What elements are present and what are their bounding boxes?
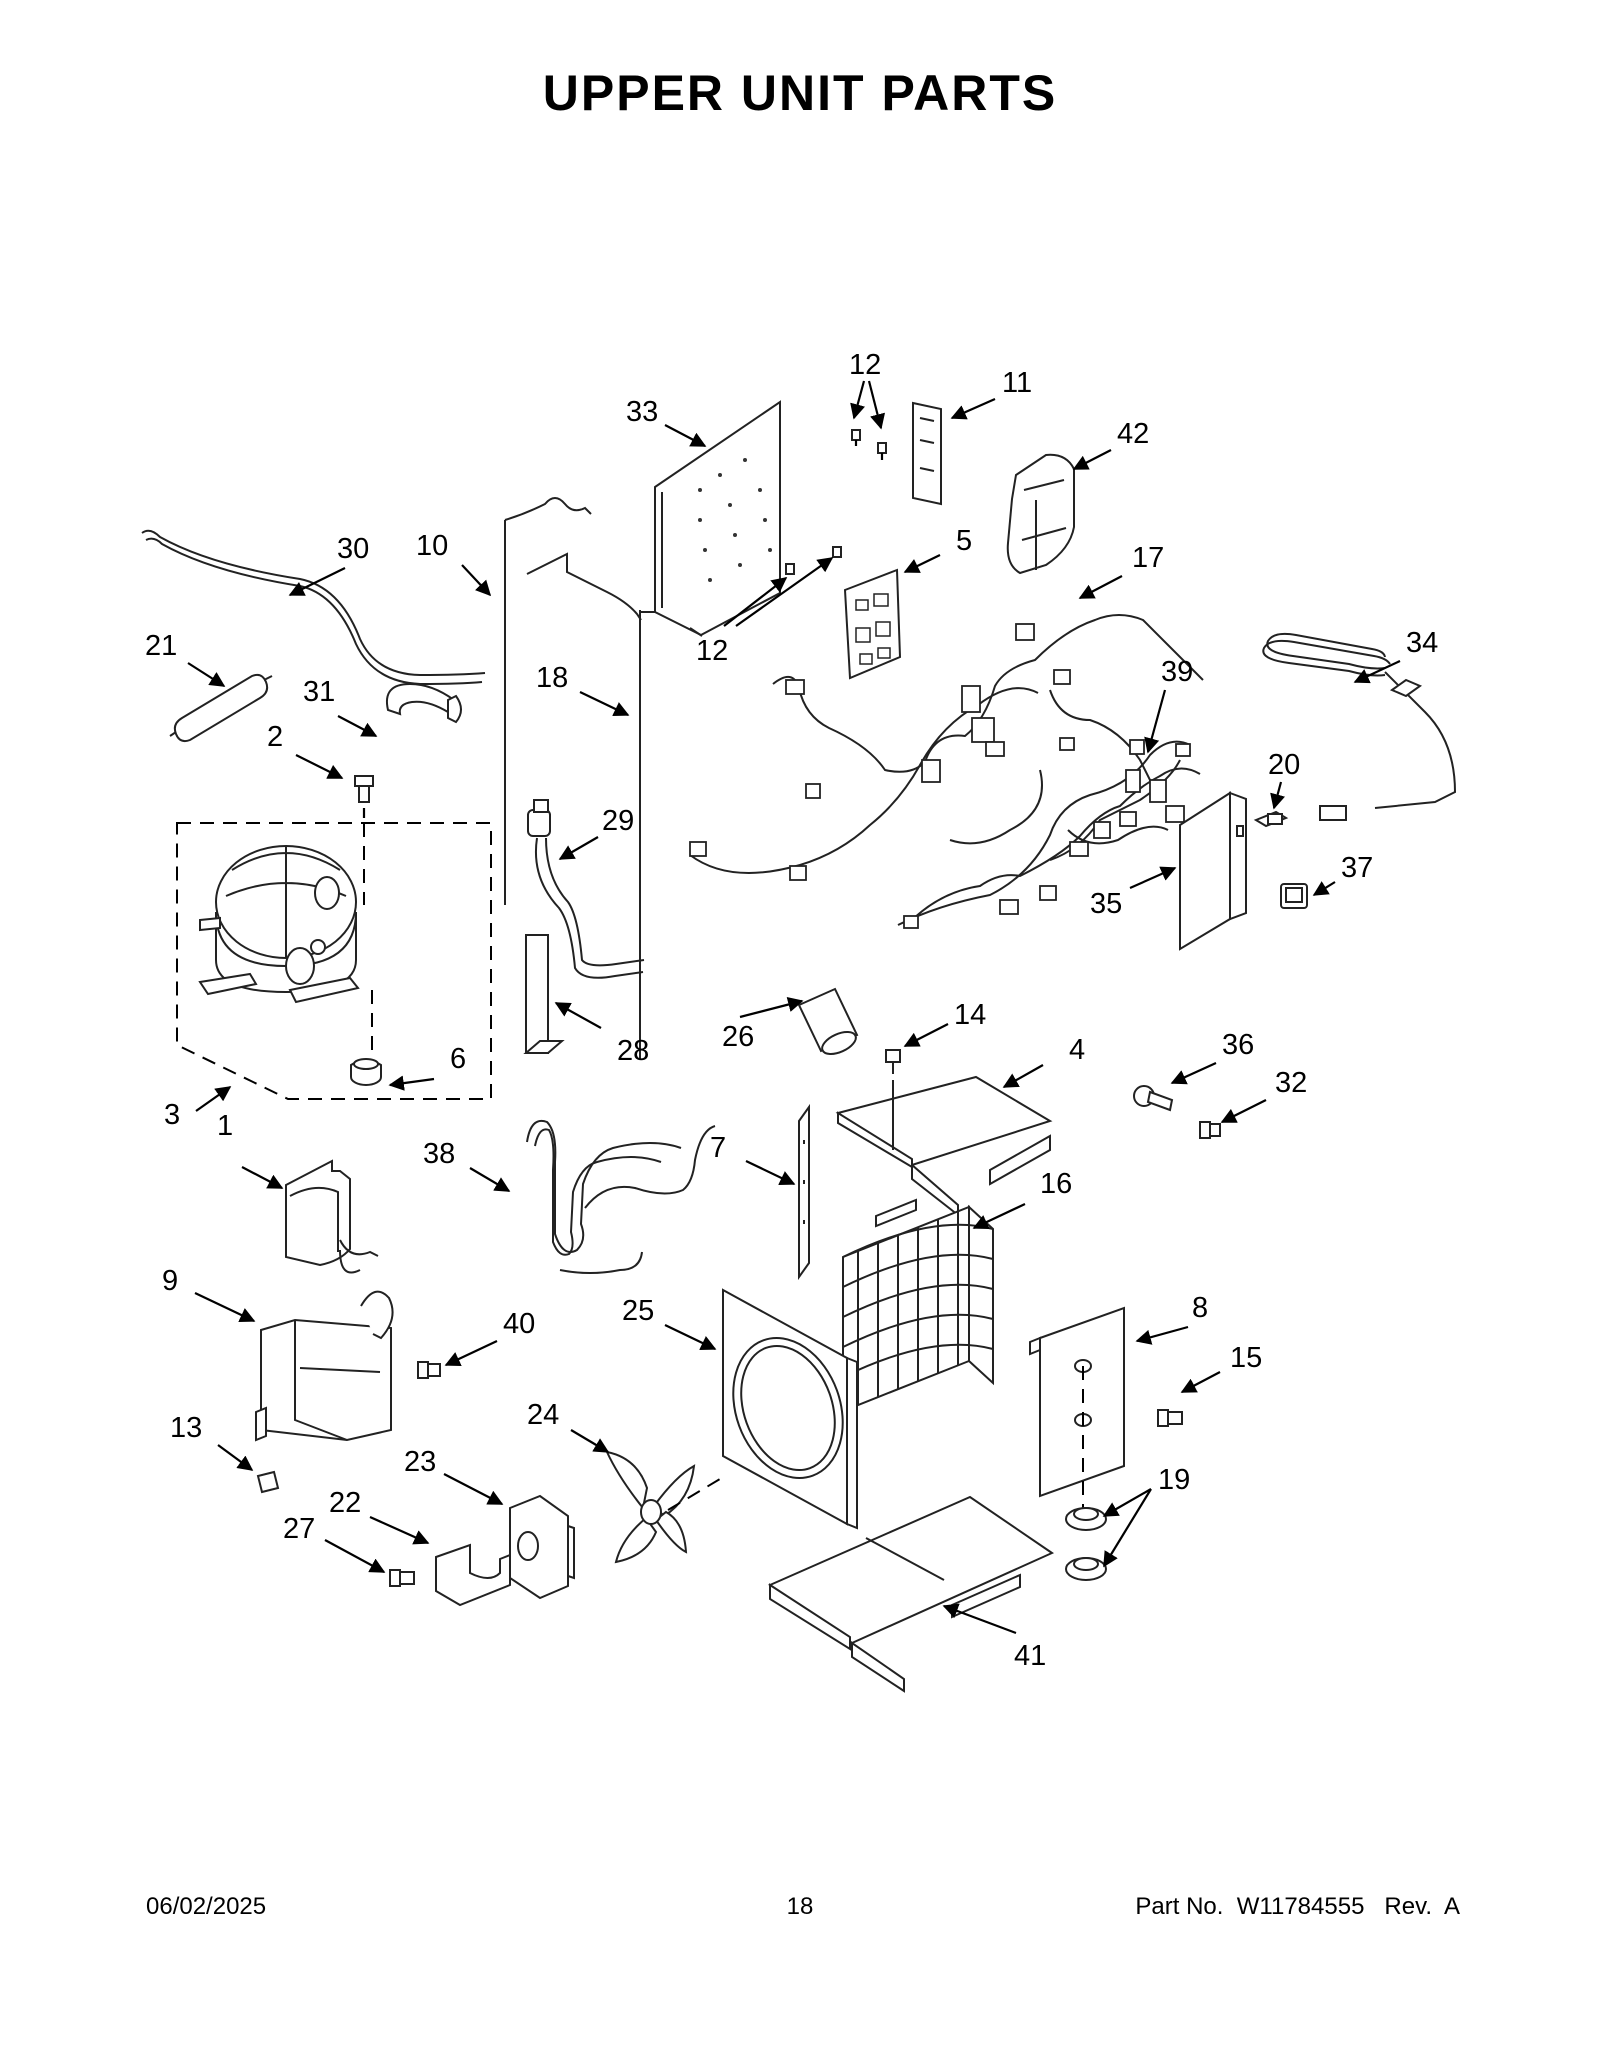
part-36-clip [1133,1085,1174,1112]
callout-7: 7 [710,1132,726,1164]
footer-page-number: 18 [786,1893,814,1920]
callout-21: 21 [145,630,177,662]
part-8-bracket [1029,1306,1125,1510]
part-5-control-board [843,568,902,680]
part-6-grommet [350,1058,382,1086]
part-31-elbow [386,682,462,724]
callout-5: 5 [956,525,972,557]
leader-arrows [187,380,1401,1635]
callout-38: 38 [423,1138,455,1170]
callout-31: 31 [303,676,335,708]
callout-35: 35 [1090,888,1122,920]
part-32-screw [1199,1121,1221,1139]
part-10-tube [504,497,592,905]
part-12-screws-middle [785,546,842,575]
part-24-fan-blade [605,1450,696,1564]
part-38-tube [526,1120,716,1274]
callout-26: 26 [722,1021,754,1053]
fan-axis-line [667,1475,726,1511]
callout-18: 18 [536,662,568,694]
part-13-clip [256,1470,280,1494]
part-35-bracket [1179,791,1247,951]
part-28-bracket [523,934,565,1054]
callout-23: 23 [404,1446,436,1478]
callout-36: 36 [1222,1029,1254,1061]
callout-17: 17 [1132,542,1164,574]
part-16-evaporator [842,1198,994,1413]
part-33-plate [640,400,781,637]
callout-39: 39 [1161,656,1193,688]
callout-13: 13 [170,1412,202,1444]
part-7-strip [798,1103,810,1281]
callout-29: 29 [602,805,634,837]
callout-30: 30 [337,533,369,565]
callout-10: 10 [416,530,448,562]
footer-part-number: Part No. W11784555 Rev. A [1135,1893,1460,1920]
part-34-heater [1262,632,1457,821]
callout-34: 34 [1406,627,1438,659]
part-39-wire-harness [903,743,1201,929]
callout-6: 6 [450,1043,466,1075]
callout-32: 32 [1275,1067,1307,1099]
callout-16: 16 [1040,1168,1072,1200]
part-29-tube-assembly [527,799,645,979]
callout-28: 28 [617,1035,649,1067]
callout-20: 20 [1268,749,1300,781]
part-2-plug [354,775,374,818]
part-9-cover [255,1290,394,1442]
part-17-wire-harness [689,614,1204,926]
page-title: UPPER UNIT PARTS [542,65,1058,121]
callout-15: 15 [1230,1342,1262,1374]
footer-date: 06/02/2025 [146,1893,267,1920]
part-21-filter-drier [169,673,273,743]
callout-25: 25 [622,1295,654,1327]
callout-12-middle: 12 [696,635,728,667]
callout-41: 41 [1014,1640,1046,1672]
callout-24: 24 [527,1399,559,1431]
part-19-grommets [1065,1507,1107,1581]
callout-27: 27 [283,1513,315,1545]
callout-2: 2 [267,721,283,753]
part-11-bracket [912,401,942,506]
part-15-screw [1157,1409,1183,1427]
part-41-pan [767,1495,1055,1693]
part-40-screw [417,1361,441,1379]
callout-9: 9 [162,1265,178,1297]
part-14-screw [885,1049,901,1074]
part-23-fan-motor [509,1494,575,1600]
callout-8: 8 [1192,1292,1208,1324]
part-12-screws-top [851,429,887,460]
callout-22: 22 [329,1487,361,1519]
callout-40: 40 [503,1308,535,1340]
callout-42: 42 [1117,418,1149,450]
callout-3: 3 [164,1099,180,1131]
callout-33: 33 [626,396,658,428]
callout-19: 19 [1158,1464,1190,1496]
callout-11: 11 [1002,367,1032,399]
part-22-bracket [435,1543,511,1607]
part-37-switch [1280,883,1308,909]
callout-37: 37 [1341,852,1373,884]
callout-numbers: 1 2 3 4 5 6 7 8 9 10 11 12 12 13 14 15 1… [145,349,1438,1672]
part-4-cover [835,1075,1053,1218]
part-1-relay [285,1159,379,1274]
callout-12-top: 12 [849,349,881,381]
part-26-insulation [797,987,859,1056]
part-18-tube [526,552,642,1060]
part-42-housing [1006,453,1075,575]
part-20-connector [1253,810,1289,828]
part-3-compressor-assembly [176,822,492,1100]
callout-14: 14 [954,999,986,1031]
part-27-screw [389,1569,415,1587]
callout-4: 4 [1069,1034,1085,1066]
part-25-fan-shroud [722,1288,858,1530]
callout-1: 1 [217,1110,233,1142]
